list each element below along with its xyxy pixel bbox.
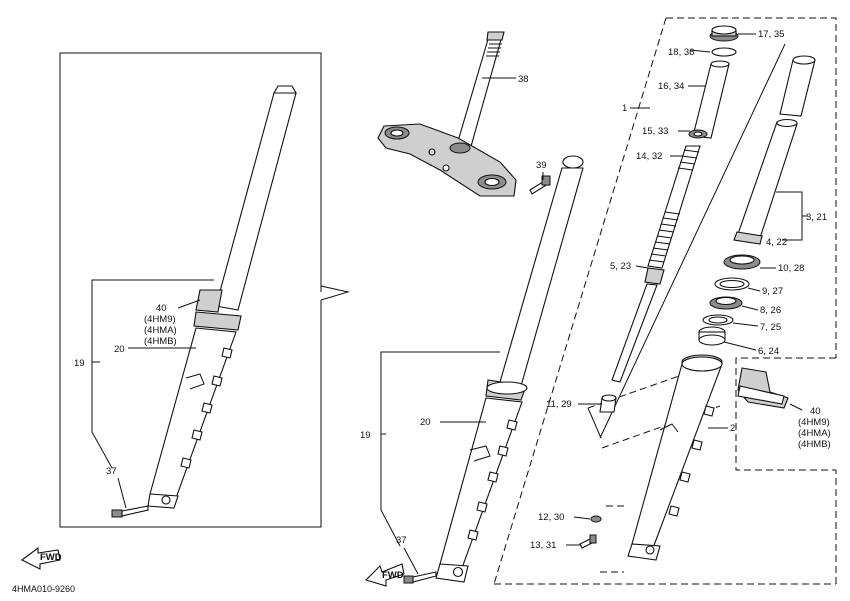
bolt-37-middle bbox=[403, 571, 437, 584]
label-9-27: 9, 27 bbox=[762, 286, 783, 297]
seal-8 bbox=[709, 296, 743, 310]
fwd-label-2: FWD bbox=[382, 570, 404, 581]
fwd-label-1: FWD bbox=[40, 552, 62, 563]
label-4hma-left: (4HMA) bbox=[144, 325, 177, 336]
label-16-34: 16, 34 bbox=[658, 81, 684, 92]
label-13-31: 13, 31 bbox=[530, 540, 556, 551]
drain-bolt-13 bbox=[579, 534, 597, 549]
label-19-middle: 19 bbox=[360, 430, 371, 441]
diagram-code: 4HMA010-9260 bbox=[12, 584, 75, 594]
outer-tube-right bbox=[627, 354, 723, 561]
middle-leaders bbox=[380, 351, 500, 575]
left-fork-assembly bbox=[111, 85, 297, 518]
bushing-6 bbox=[698, 326, 726, 346]
gasket-12 bbox=[590, 515, 602, 523]
fwd-arrow-icon: FWD bbox=[20, 546, 62, 570]
label-10-28: 10, 28 bbox=[778, 263, 804, 274]
label-7-25: 7, 25 bbox=[760, 322, 781, 333]
oil-lock-piece bbox=[599, 394, 617, 413]
cap-bolt bbox=[709, 25, 739, 42]
clip-9 bbox=[714, 277, 750, 291]
label-40-left: 40 bbox=[156, 303, 167, 314]
label-17-35: 17, 35 bbox=[758, 29, 784, 40]
label-15-33: 15, 33 bbox=[642, 126, 668, 137]
label-4hm9-left: (4HM9) bbox=[144, 314, 176, 325]
bolt-39 bbox=[529, 175, 551, 195]
label-2: 2 bbox=[730, 423, 735, 434]
label-8-26: 8, 26 bbox=[760, 305, 781, 316]
fork-cover-right bbox=[737, 367, 789, 409]
label-12-30: 12, 30 bbox=[538, 512, 564, 523]
label-4-22: 4, 22 bbox=[766, 237, 787, 248]
spacer-16 bbox=[692, 60, 730, 139]
label-40-right: 40 bbox=[810, 406, 821, 417]
fwd-arrow-icon: FWD bbox=[364, 563, 405, 587]
washer-7 bbox=[702, 314, 734, 326]
label-14-32: 14, 32 bbox=[636, 151, 662, 162]
steering-stem bbox=[455, 31, 505, 151]
right-leaders bbox=[566, 33, 808, 546]
label-4hmb-left: (4HMB) bbox=[144, 336, 177, 347]
label-5-23: 5, 23 bbox=[610, 261, 631, 272]
o-ring bbox=[711, 47, 737, 57]
label-37-middle: 37 bbox=[396, 535, 407, 546]
lower-bracket bbox=[377, 123, 517, 197]
label-37-left: 37 bbox=[106, 466, 117, 477]
middle-fork-assembly bbox=[403, 155, 584, 584]
damper-rod bbox=[611, 267, 665, 383]
label-4hm9-right: (4HM9) bbox=[798, 417, 830, 428]
label-4hmb-right: (4HMB) bbox=[798, 439, 831, 450]
label-6-24: 6, 24 bbox=[758, 346, 779, 357]
oil-seal-10 bbox=[723, 254, 761, 270]
label-3-21: 3, 21 bbox=[806, 212, 827, 223]
label-11-29: 11, 29 bbox=[546, 399, 572, 410]
label-1: 1 bbox=[622, 103, 627, 114]
label-38: 38 bbox=[518, 74, 529, 85]
label-19-left: 19 bbox=[74, 358, 85, 369]
label-20-middle: 20 bbox=[420, 417, 431, 428]
spring bbox=[647, 145, 701, 269]
bolt-37-left bbox=[111, 505, 149, 518]
label-20-left: 20 bbox=[114, 344, 125, 355]
left-leaders bbox=[91, 279, 214, 509]
label-18-36: 18, 36 bbox=[668, 47, 694, 58]
label-39: 39 bbox=[536, 160, 547, 171]
label-4hma-right: (4HMA) bbox=[798, 428, 831, 439]
inner-tube-right bbox=[733, 55, 816, 245]
inset-panel bbox=[59, 52, 350, 528]
